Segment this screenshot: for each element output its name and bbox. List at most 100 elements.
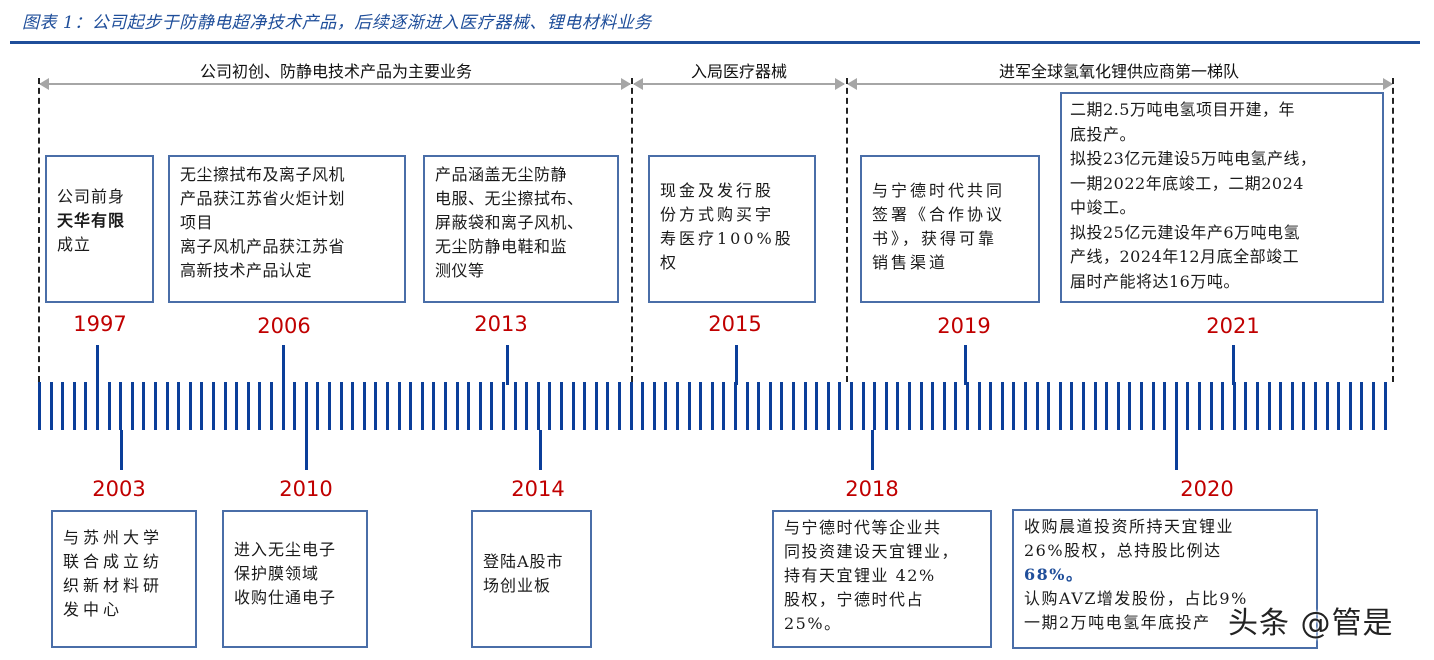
year-label-2019: 2019	[937, 314, 991, 338]
timeline-tick	[73, 382, 76, 430]
timeline-tick	[641, 382, 644, 430]
timeline-tick	[212, 382, 215, 430]
phase-arrow-lithium	[847, 78, 1393, 90]
timeline-tick	[653, 382, 656, 430]
timeline-tick	[1012, 382, 1015, 430]
timeline-tick	[548, 382, 551, 430]
timeline-tick	[838, 382, 841, 430]
timeline-tick	[1221, 382, 1224, 430]
timeline-tick	[84, 382, 87, 430]
timeline-tick	[827, 382, 830, 430]
timeline-tick	[1360, 382, 1363, 430]
timeline-tick	[769, 382, 772, 430]
phase-divider	[846, 78, 848, 382]
stem-2020	[1175, 430, 1178, 470]
timeline-tick	[432, 382, 435, 430]
timeline-tick	[1233, 382, 1236, 430]
timeline-tick	[560, 382, 563, 430]
event-box-2020: 收购晨道投资所持天宜锂业 26%股权，总持股比例达 68%。 认购AVZ增发股份…	[1012, 509, 1318, 649]
timeline-tick	[1024, 382, 1027, 430]
timeline-tick	[409, 382, 412, 430]
timeline-tick	[1337, 382, 1340, 430]
year-label-2014: 2014	[511, 477, 565, 501]
timeline-tick	[873, 382, 876, 430]
timeline-tick	[421, 382, 424, 430]
event-box-2021: 二期2.5万吨电氢项目开建，年 底投产。 拟投23亿元建设5万吨电氢产线， 一期…	[1060, 92, 1384, 303]
year-label-2020: 2020	[1180, 477, 1234, 501]
timeline-tick	[479, 382, 482, 430]
timeline-tick	[966, 382, 969, 430]
year-label-2013: 2013	[474, 312, 528, 336]
timeline-tick	[456, 382, 459, 430]
timeline-tick	[1279, 382, 1282, 430]
phase-arrow-startup	[39, 78, 631, 90]
timeline-tick	[282, 382, 285, 430]
timeline-tick	[1082, 382, 1085, 430]
timeline-tick	[885, 382, 888, 430]
year-label-2003: 2003	[92, 477, 146, 501]
stem-2003	[120, 430, 123, 470]
timeline-tick	[954, 382, 957, 430]
stem-2015	[735, 345, 738, 385]
timeline-tick	[398, 382, 401, 430]
timeline-tick	[676, 382, 679, 430]
timeline-tick	[131, 382, 134, 430]
timeline-tick	[804, 382, 807, 430]
timeline-tick	[792, 382, 795, 430]
timeline-tick	[189, 382, 192, 430]
timeline-tick	[699, 382, 702, 430]
timeline-tick	[1117, 382, 1120, 430]
phase-label-lithium: 进军全球氢氧化锂供应商第一梯队	[998, 62, 1239, 81]
timeline-tick	[746, 382, 749, 430]
timeline-tick	[351, 382, 354, 430]
timeline-tick	[815, 382, 818, 430]
timeline-tick	[1152, 382, 1155, 430]
timeline-tick	[50, 382, 53, 430]
timeline-tick	[1384, 382, 1387, 430]
timeline-tick	[1059, 382, 1062, 430]
stem-2013	[506, 345, 509, 385]
year-label-2015: 2015	[708, 312, 762, 336]
timeline-tick	[119, 382, 122, 430]
event-box-2013: 产品涵盖无尘防静 电服、无尘擦拭布、 屏蔽袋和离子风机、 无尘防静电鞋和监 测仪…	[423, 155, 619, 303]
timeline-tick	[1198, 382, 1201, 430]
timeline-tick	[258, 382, 261, 430]
timeline-tick	[780, 382, 783, 430]
timeline-tick	[1105, 382, 1108, 430]
stem-2014	[539, 430, 542, 470]
stem-2019	[964, 345, 967, 385]
year-label-2010: 2010	[279, 477, 333, 501]
phase-arrow-medical	[633, 78, 845, 90]
timeline-tick	[108, 382, 111, 430]
timeline-tick	[1268, 382, 1271, 430]
event-box-2006: 无尘擦拭布及离子风机 产品获江苏省火炬计划 项目 离子风机产品获江苏省 高新技术…	[168, 155, 406, 303]
timeline-tick	[467, 382, 470, 430]
timeline-tick	[583, 382, 586, 430]
event-box-2018: 与宁德时代等企业共 同投资建设天宜锂业， 持有天宜锂业 42% 股权，宁德时代占…	[772, 510, 992, 648]
timeline-ticks	[38, 382, 1398, 432]
timeline-tick	[757, 382, 760, 430]
timeline-tick	[1244, 382, 1247, 430]
timeline-tick	[1070, 382, 1073, 430]
timeline-tick	[896, 382, 899, 430]
timeline-tick	[200, 382, 203, 430]
timeline-tick	[688, 382, 691, 430]
event-box-2003: 与苏州大学 联合成立纺 织新材料研 发中心	[51, 510, 197, 648]
timeline-tick	[38, 382, 41, 430]
event-box-1997: 公司前身 天华有限 成立	[45, 155, 154, 303]
stem-2021	[1232, 345, 1235, 385]
timeline-tick	[1001, 382, 1004, 430]
timeline-tick	[61, 382, 64, 430]
stem-2018	[871, 430, 874, 470]
phase-divider	[38, 78, 40, 382]
stem-2010	[305, 430, 308, 470]
timeline-tick	[1047, 382, 1050, 430]
title-rule	[10, 41, 1420, 44]
timeline-tick	[525, 382, 528, 430]
timeline-tick	[978, 382, 981, 430]
timeline-tick	[1036, 382, 1039, 430]
phase-label-medical: 入局医疗器械	[690, 62, 787, 81]
timeline-tick	[734, 382, 737, 430]
timeline-tick	[1128, 382, 1131, 430]
timeline-tick	[502, 382, 505, 430]
